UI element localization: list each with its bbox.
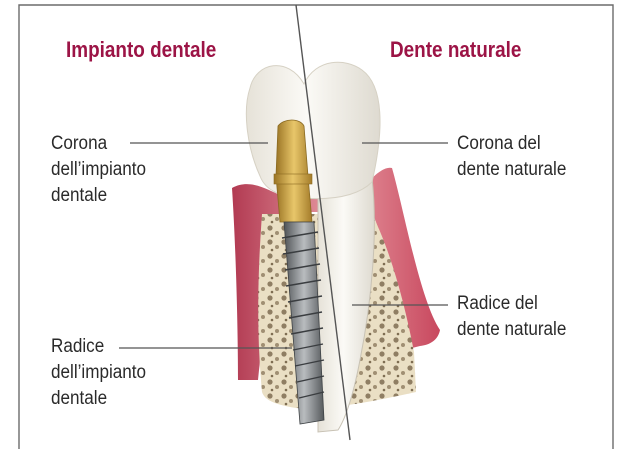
tooth-crown: [246, 62, 380, 198]
title-natural: Dente naturale: [390, 37, 521, 63]
label-implant-crown: Corona dell’impianto dentale: [51, 131, 146, 209]
label-natural-crown: Corona del dente naturale: [457, 131, 566, 183]
label-implant-root: Radice dell’impianto dentale: [51, 334, 146, 412]
title-implant: Impianto dentale: [66, 37, 216, 63]
label-natural-root: Radice del dente naturale: [457, 291, 566, 343]
implant-collar: [274, 174, 312, 184]
